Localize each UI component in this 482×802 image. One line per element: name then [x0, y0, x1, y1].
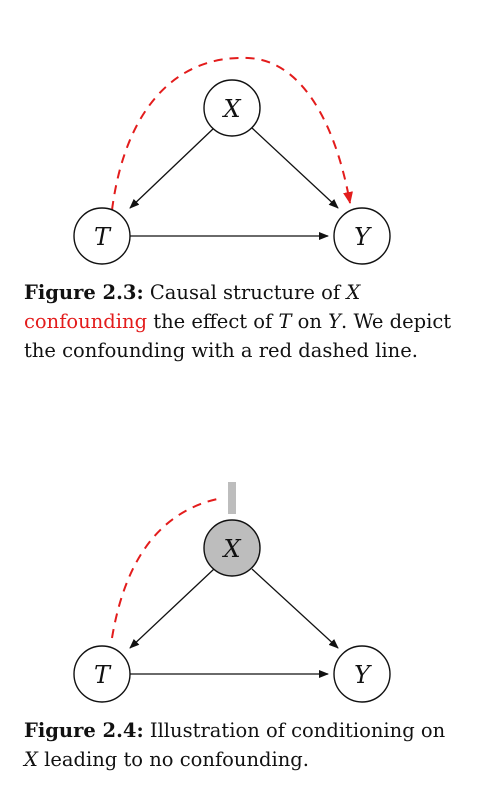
- edge-x-to-t: [129, 127, 215, 209]
- figure-2-3-caption: Figure 2.3: Causal structure of X confou…: [24, 278, 464, 365]
- caption-variable-t: T: [278, 310, 292, 333]
- edge-x-to-t: [129, 568, 215, 649]
- caption-text: the effect of: [147, 310, 279, 333]
- node-t-label: T: [94, 661, 112, 689]
- blocked-confounding-dashed-edge: [111, 497, 223, 639]
- node-y-label: Y: [354, 223, 372, 251]
- node-y-label: Y: [354, 661, 372, 689]
- confounding-dashed-edge: [111, 56, 353, 211]
- node-t-label: T: [94, 223, 112, 251]
- caption-variable-x: X: [346, 281, 361, 304]
- node-x: [203, 79, 261, 137]
- node-x-label: X: [221, 95, 241, 123]
- caption-text: Causal structure of: [143, 281, 347, 304]
- figure-2-3-diagram: X T Y: [73, 56, 391, 265]
- node-x-label: X: [221, 535, 241, 563]
- caption-variable-y: Y: [328, 310, 342, 333]
- blocking-bar: [228, 482, 236, 514]
- node-x-conditioned: [203, 519, 261, 577]
- caption-confounding-word: confounding: [24, 310, 148, 333]
- caption-text: Illustration of conditioning on: [143, 719, 446, 742]
- figure-2-4-caption: Figure 2.4: Illustration of conditioning…: [24, 716, 464, 774]
- caption-text: on: [291, 310, 329, 333]
- figure-2-4-diagram: X T Y: [73, 482, 391, 703]
- node-t: [73, 645, 131, 703]
- caption-text: . We depict the confounding with a red d…: [24, 310, 452, 362]
- figure-2-4-label: Figure 2.4:: [24, 719, 144, 742]
- node-y: [333, 645, 391, 703]
- edge-x-to-y: [251, 127, 339, 209]
- node-t: [73, 207, 131, 265]
- figure-2-3-label: Figure 2.3:: [24, 281, 144, 304]
- node-y: [333, 207, 391, 265]
- edge-x-to-y: [251, 568, 339, 649]
- caption-text: leading to no confounding.: [37, 748, 309, 771]
- caption-variable-x: X: [24, 748, 38, 771]
